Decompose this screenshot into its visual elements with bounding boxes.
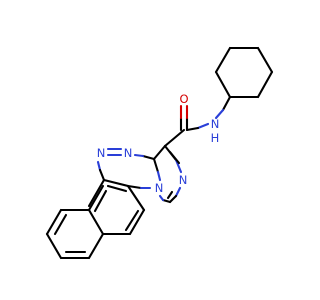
bond xyxy=(166,190,174,200)
bond xyxy=(93,189,108,213)
bond xyxy=(141,154,156,161)
bond xyxy=(126,184,146,212)
naphthalene-ring-system xyxy=(45,178,146,260)
atom-labels: O N H N N N N xyxy=(97,92,220,195)
bond xyxy=(163,128,186,148)
amide-group xyxy=(163,95,232,148)
triazine-nitrogen-top-right-label: N xyxy=(124,146,133,160)
bond xyxy=(158,194,165,202)
bond xyxy=(221,95,232,112)
bond xyxy=(133,153,145,158)
bond xyxy=(96,160,102,172)
amide-hydrogen-label: H xyxy=(211,131,220,145)
bond xyxy=(45,232,63,260)
triazine-ring xyxy=(96,147,156,193)
bond xyxy=(214,108,225,120)
bond xyxy=(87,178,106,208)
bond xyxy=(214,70,232,99)
bond xyxy=(53,213,68,236)
cyclohexyl-ring xyxy=(214,46,274,99)
bond xyxy=(161,198,172,204)
bond xyxy=(214,46,232,74)
bond xyxy=(168,194,178,204)
triazine-nitrogen-top-left-label: N xyxy=(97,146,106,160)
bond xyxy=(256,46,274,74)
bond xyxy=(152,144,167,161)
bond xyxy=(45,208,63,236)
bond xyxy=(156,170,162,182)
bond xyxy=(98,168,106,182)
imidazole-nitrogen-label: N xyxy=(179,173,188,187)
bond xyxy=(174,186,182,198)
bond xyxy=(124,209,140,232)
bond xyxy=(102,178,130,188)
bond xyxy=(196,122,210,130)
bond xyxy=(87,184,105,212)
amide-nitrogen-label: N xyxy=(211,117,220,131)
bond xyxy=(152,157,160,174)
imidazole-ring xyxy=(152,144,183,204)
bond xyxy=(126,184,143,190)
bridgehead-nitrogen-label: N xyxy=(155,181,164,195)
bond xyxy=(87,232,105,260)
bond xyxy=(87,208,105,236)
bond xyxy=(168,150,181,165)
bond xyxy=(106,184,128,193)
oxygen-atom-label: O xyxy=(179,92,188,106)
bond xyxy=(128,208,146,236)
bond xyxy=(256,70,274,99)
bond xyxy=(185,126,200,132)
chemical-structure-diagram: O N H N N N N xyxy=(45,46,274,260)
